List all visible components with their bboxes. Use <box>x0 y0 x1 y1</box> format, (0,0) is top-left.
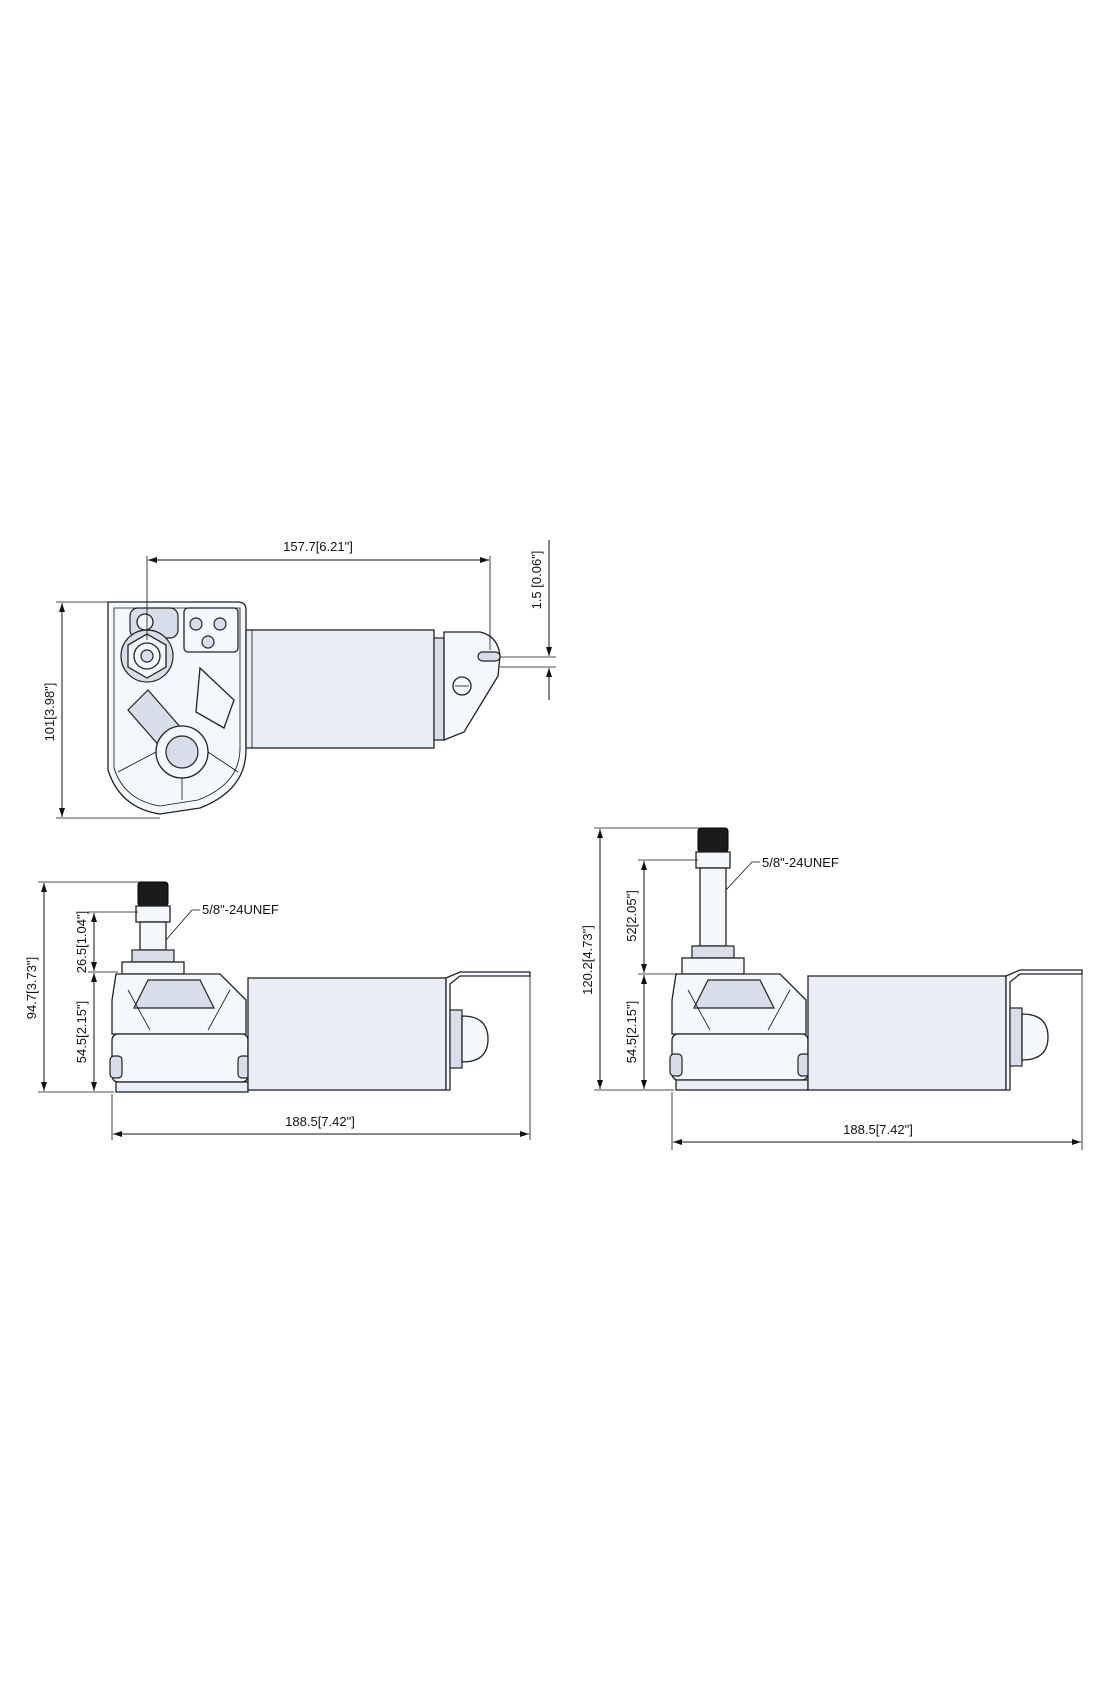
dim-offset-label: 1.5 [0.06"] <box>529 551 544 610</box>
side-view-short-shaft: 5/8"-24UNEF 94.7[3.73"] 26.5[1.04"] 54.5… <box>24 881 531 1140</box>
dim-body-short: 54.5[2.15"] <box>74 1001 89 1063</box>
thread-label-short: 5/8"-24UNEF <box>202 902 279 917</box>
dim-length-label: 157.7[6.21"] <box>283 539 353 554</box>
motor-long <box>807 975 1007 1091</box>
motor-short <box>247 977 447 1091</box>
dim-shaft-short: 26.5[1.04"] <box>74 911 89 973</box>
dim-body-long: 54.5[2.15"] <box>624 1001 639 1063</box>
knob-short <box>137 881 169 907</box>
output-shaft-top <box>120 629 174 683</box>
thread-label-long: 5/8"-24UNEF <box>762 855 839 870</box>
dim-length-short: 188.5[7.42"] <box>285 1114 355 1129</box>
knob-long <box>697 827 729 853</box>
dim-total-height-short: 94.7[3.73"] <box>24 957 39 1019</box>
top-view: 157.7[6.21"] 1.5 [0.06"] 101[3.98"] <box>42 539 556 819</box>
side-view-long-shaft: 5/8"-24UNEF 120.2[4.73"] 52[2.05"] 54.5[… <box>580 827 1083 1150</box>
motor-can <box>245 629 435 749</box>
dim-length-long: 188.5[7.42"] <box>843 1122 913 1137</box>
dim-shaft-long: 52[2.05"] <box>624 890 639 942</box>
dim-total-height-long: 120.2[4.73"] <box>580 925 595 995</box>
dim-height-label: 101[3.98"] <box>42 683 57 742</box>
